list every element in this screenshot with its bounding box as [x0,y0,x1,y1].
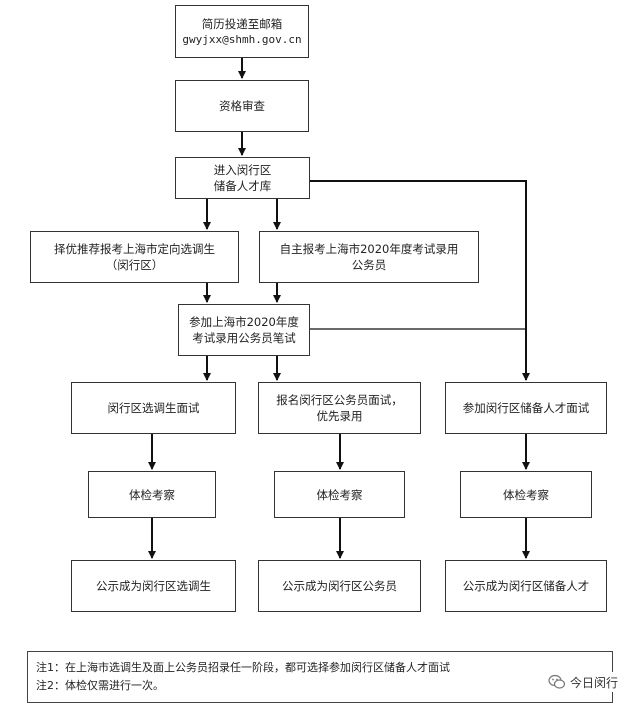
node-written-exam-line1: 参加上海市2020年度 [189,315,299,329]
node-exam-check-3: 体检考察 [460,471,592,518]
node-exam-check-1: 体检考察 [88,471,216,518]
node-interview-civil-line1: 报名闵行区公务员面试， [276,393,403,407]
node-publish-civil-label: 公示成为闵行区公务员 [282,579,397,593]
note-2: 注2：体检仅需进行一次。 [36,679,164,692]
node-qualification-review-label: 资格审查 [219,99,265,113]
node-exam-check-1-label: 体检考察 [129,487,175,502]
notes-box: 注1：在上海市选调生及面上公务员招录任一阶段，都可选择参加闵行区储备人才面试 注… [27,651,613,703]
arrow-reserve-to-reserve-interview [310,180,530,381]
node-submit-resume: 简历投递至邮箱 gwyjxx@shmh.gov.cn [175,5,309,58]
node-publish-selected: 公示成为闵行区选调生 [71,560,236,612]
node-submit-resume-line1: 简历投递至邮箱 [201,16,283,31]
node-interview-reserve: 参加闵行区储备人才面试 [445,382,607,434]
node-self-register: 自主报考上海市2020年度考试录用 公务员 [259,231,479,283]
node-exam-check-2-label: 体检考察 [316,487,363,502]
node-enter-reserve: 进入闵行区 储备人才库 [175,157,310,199]
node-self-register-line1: 自主报考上海市2020年度考试录用 [279,242,459,256]
node-interview-civil-line2: 优先录用 [316,409,363,423]
node-qualification-review: 资格审查 [175,80,309,132]
node-targeted-selection: 择优推荐报考上海市定向选调生 （闵行区） [30,231,239,283]
node-interview-selected: 闵行区选调生面试 [71,382,236,434]
node-exam-check-3-label: 体检考察 [503,487,549,502]
node-self-register-line2: 公务员 [351,258,387,272]
node-submit-resume-email: gwyjxx@shmh.gov.cn [182,32,302,46]
node-enter-reserve-line2: 储备人才库 [213,179,272,193]
node-written-exam-line2: 考试录用公务员笔试 [192,331,296,345]
node-enter-reserve-line1: 进入闵行区 [213,163,272,177]
node-interview-selected-label: 闵行区选调生面试 [107,401,200,415]
watermark-label: 今日闵行 [570,675,619,690]
node-publish-reserve-label: 公示成为闵行区储备人才 [462,579,590,593]
node-publish-civil: 公示成为闵行区公务员 [258,560,421,612]
node-targeted-selection-line1: 择优推荐报考上海市定向选调生 [54,242,215,256]
node-publish-selected-label: 公示成为闵行区选调生 [96,579,211,593]
watermark: 今日闵行 [548,672,623,692]
node-publish-reserve: 公示成为闵行区储备人才 [445,560,607,612]
note-1: 注1：在上海市选调生及面上公务员招录任一阶段，都可选择参加闵行区储备人才面试 [36,661,450,674]
node-interview-civil: 报名闵行区公务员面试， 优先录用 [258,382,421,434]
node-targeted-selection-line2: （闵行区） [105,258,164,272]
node-exam-check-2: 体检考察 [274,471,405,518]
wechat-icon [548,674,566,689]
node-interview-reserve-label: 参加闵行区储备人才面试 [462,401,590,415]
node-written-exam: 参加上海市2020年度 考试录用公务员笔试 [178,304,310,356]
